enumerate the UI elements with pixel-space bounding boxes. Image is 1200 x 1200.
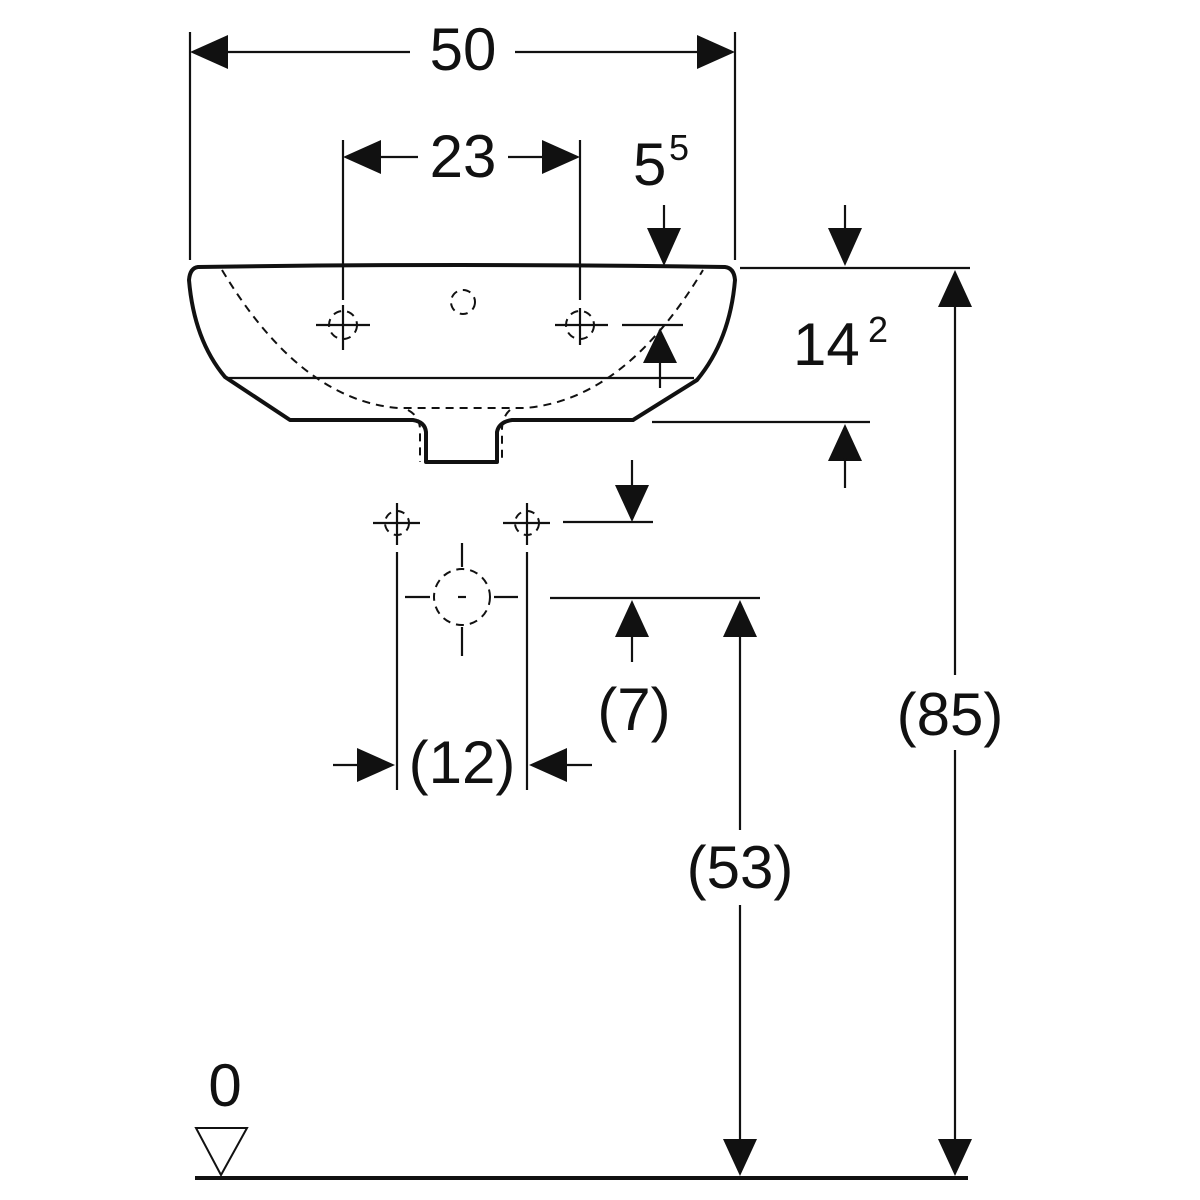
waste-outlet (405, 543, 518, 656)
width-dimension: 50 (188, 16, 737, 260)
waste-height-label: (53) (687, 834, 794, 901)
arrow-left-icon (190, 35, 228, 69)
tap-inset-label: 5 (633, 131, 666, 198)
rim-height-label: (85) (897, 681, 1004, 748)
tap-spacing-label: 23 (430, 123, 497, 190)
bowl-depth-sup: 2 (868, 309, 888, 350)
supply-offset-label: (7) (597, 676, 670, 743)
waste-height-dimension: (53) (687, 600, 794, 1176)
supply-points (373, 460, 653, 545)
basin-outline (187, 263, 737, 464)
supply-offset-dimension: (7) (550, 596, 760, 743)
rim-height-dimension: (85) (897, 270, 1004, 1176)
tap-spacing-dimension: 23 (341, 123, 582, 300)
supply-spacing-dimension: (12) (333, 552, 592, 796)
level-triangle-icon (194, 1127, 249, 1178)
overflow-hole (450, 289, 476, 315)
tap-hole-right (555, 308, 608, 345)
arrow-right-icon (697, 35, 735, 69)
supply-spacing-label: (12) (409, 729, 516, 796)
bowl-depth-dimension: 14 2 (622, 309, 888, 488)
tap-hole-left (316, 305, 370, 350)
bowl-depth-label: 14 (793, 311, 860, 378)
tap-inset-dimension: 5 5 (633, 127, 970, 270)
width-label: 50 (430, 16, 497, 83)
floor-level-label: 0 (208, 1052, 241, 1119)
tap-inset-sup: 5 (669, 127, 689, 168)
floor-level: 0 (194, 1052, 968, 1180)
